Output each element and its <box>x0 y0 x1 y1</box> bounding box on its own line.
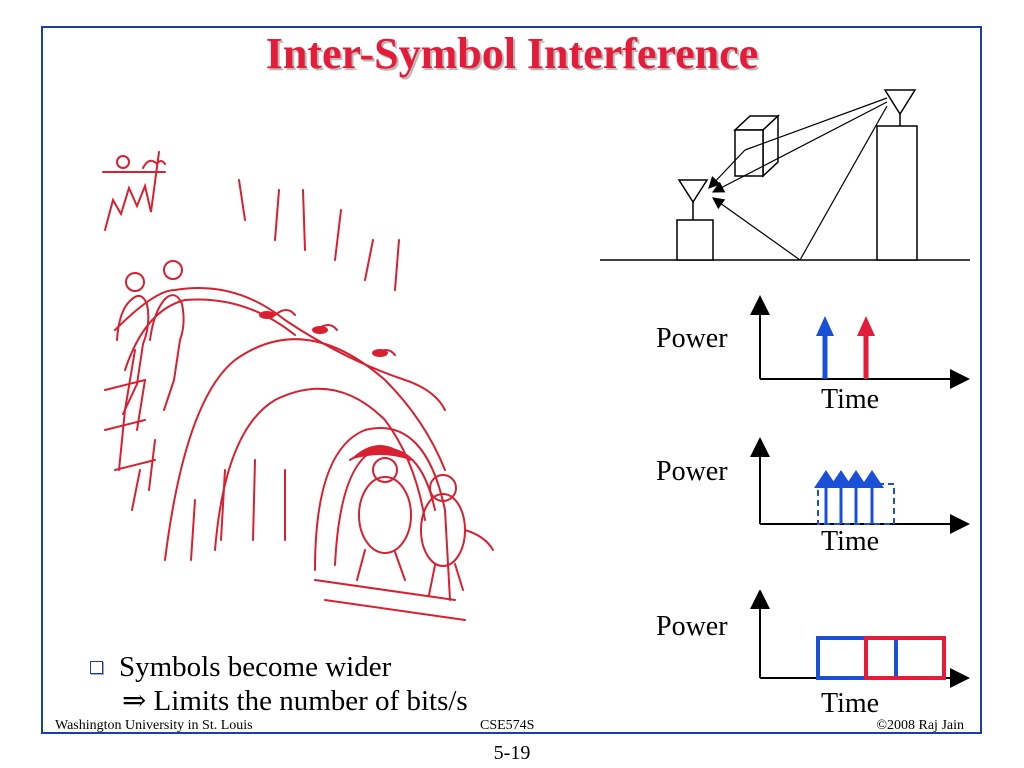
plot3-red-symbol <box>864 636 946 680</box>
footer-right: ©2008 Raj Jain <box>876 718 964 733</box>
plot2-ylabel: Power <box>656 456 728 487</box>
cartoon-illustration <box>102 151 494 621</box>
plot1-blue-impulse <box>816 316 834 379</box>
bullet-square-icon <box>90 660 103 674</box>
bullet-item: Symbols become wider <box>90 650 468 684</box>
plot1-xlabel: Time <box>821 384 879 415</box>
plot2-impulse-train <box>814 470 884 524</box>
multipath-diagram <box>600 89 970 261</box>
plot-impulses: Power Time <box>656 295 970 415</box>
tall-building <box>876 125 918 261</box>
bullet-subtext: ⇒ Limits the number of bits/s <box>122 685 468 717</box>
small-building <box>676 219 714 261</box>
footer-center: CSE574S <box>480 718 535 733</box>
page-number: 5-19 <box>493 742 531 764</box>
plot-dispersed: Power Time <box>656 437 970 557</box>
bullet-list: Symbols become wider ⇒ Limits the number… <box>90 650 468 718</box>
plot3-xlabel: Time <box>821 688 879 719</box>
plot-wide-symbols: Power Time <box>656 590 970 719</box>
plot2-xlabel: Time <box>821 526 879 557</box>
tx-antenna-icon <box>883 89 917 126</box>
slide-title: Inter-Symbol Interference <box>265 29 759 78</box>
signal-paths <box>708 97 888 261</box>
plot3-ylabel: Power <box>656 611 728 642</box>
plot3-blue-symbol <box>816 636 898 680</box>
plot1-ylabel: Power <box>656 323 728 354</box>
bullet-text: Symbols become wider <box>119 651 392 683</box>
rx-antenna-icon <box>677 179 709 220</box>
footer-left: Washington University in St. Louis <box>55 718 253 733</box>
plot1-red-impulse <box>857 316 875 379</box>
